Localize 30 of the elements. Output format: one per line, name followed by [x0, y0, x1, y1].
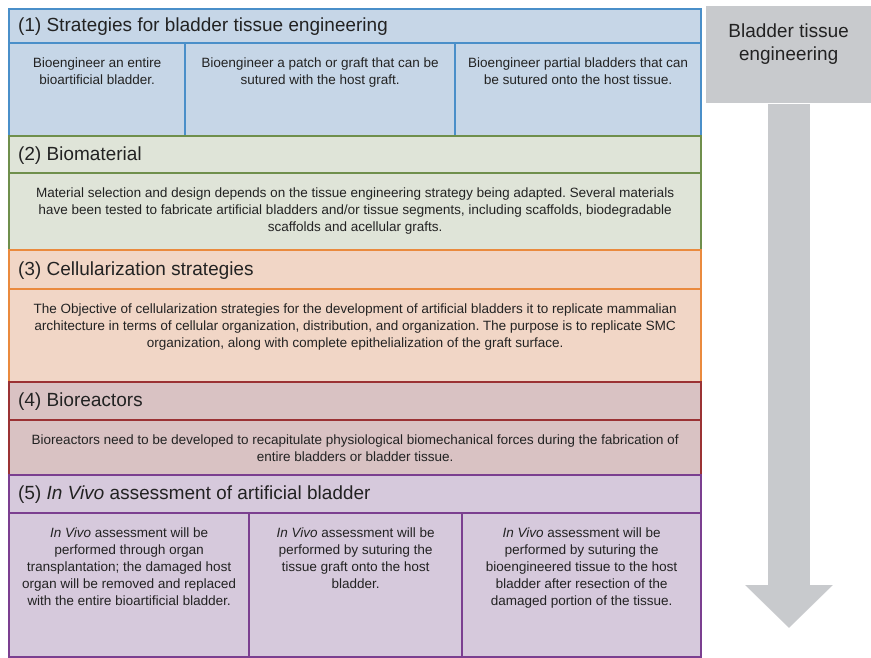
description-box — [8, 288, 702, 383]
section-title: (4) Bioreactors — [18, 390, 143, 412]
description-text: Bioengineer an entire bioartificial bladder. — [32, 54, 162, 88]
arrow-header-box — [706, 6, 871, 103]
description-box — [454, 42, 702, 137]
description-box — [8, 512, 250, 658]
description-text: In Vivo assessment will be performed by suturing the bioengineered tissue to the host bladder after resection of the damaged portion of the tissue. — [484, 524, 678, 609]
description-box — [8, 419, 702, 476]
description-text: Bioreactors need to be developed to recapitulate physiological biomechanical forces during the fabrication of entire bladders or bladder tissue. — [30, 431, 680, 465]
description-box — [8, 172, 702, 251]
section-title: (5) In Vivo assessment of artificial bladder — [18, 483, 370, 505]
description-text: The Objective of cellularization strategies for the development of artificial bladders it to replicate mammalian architecture in terms of cellular organization, distribution, and organization. The purpose is to replicate SMC organization, along with complete epithelialization of the graft surface. — [32, 300, 678, 351]
section-header-band — [8, 474, 702, 514]
section-header-band — [8, 8, 702, 44]
section-title: (1) Strategies for bladder tissue engineering — [18, 15, 388, 37]
section-header-band — [8, 381, 702, 421]
arrow-title: Bladder tissue engineering — [727, 20, 850, 66]
description-box — [184, 42, 456, 137]
section-header-band — [8, 249, 702, 290]
section-title: (2) Biomaterial — [18, 144, 142, 166]
section-header-band — [8, 135, 702, 174]
description-box — [8, 42, 186, 137]
description-text: Bioengineer partial bladders that can be sutured onto the host tissue. — [468, 54, 688, 88]
description-text: Bioengineer a patch or graft that can be sutured with the host graft. — [200, 54, 440, 88]
description-text: In Vivo assessment will be performed by suturing the tissue graft onto the host bladder. — [275, 524, 436, 592]
section-title: (3) Cellularization strategies — [18, 258, 254, 280]
description-text: Material selection and design depends on the tissue engineering strategy being adapted. Several materials have been tested to fabricate artificial bladders and/or tissue segments, including scaffolds, biodegradable scaffolds and acellular grafts. — [35, 184, 675, 235]
description-text: In Vivo assessment will be performed through organ transplantation; the damaged host organ will be removed and replaced with the entire bioartificial bladder. — [22, 524, 236, 609]
description-box — [461, 512, 702, 658]
description-box — [248, 512, 463, 658]
